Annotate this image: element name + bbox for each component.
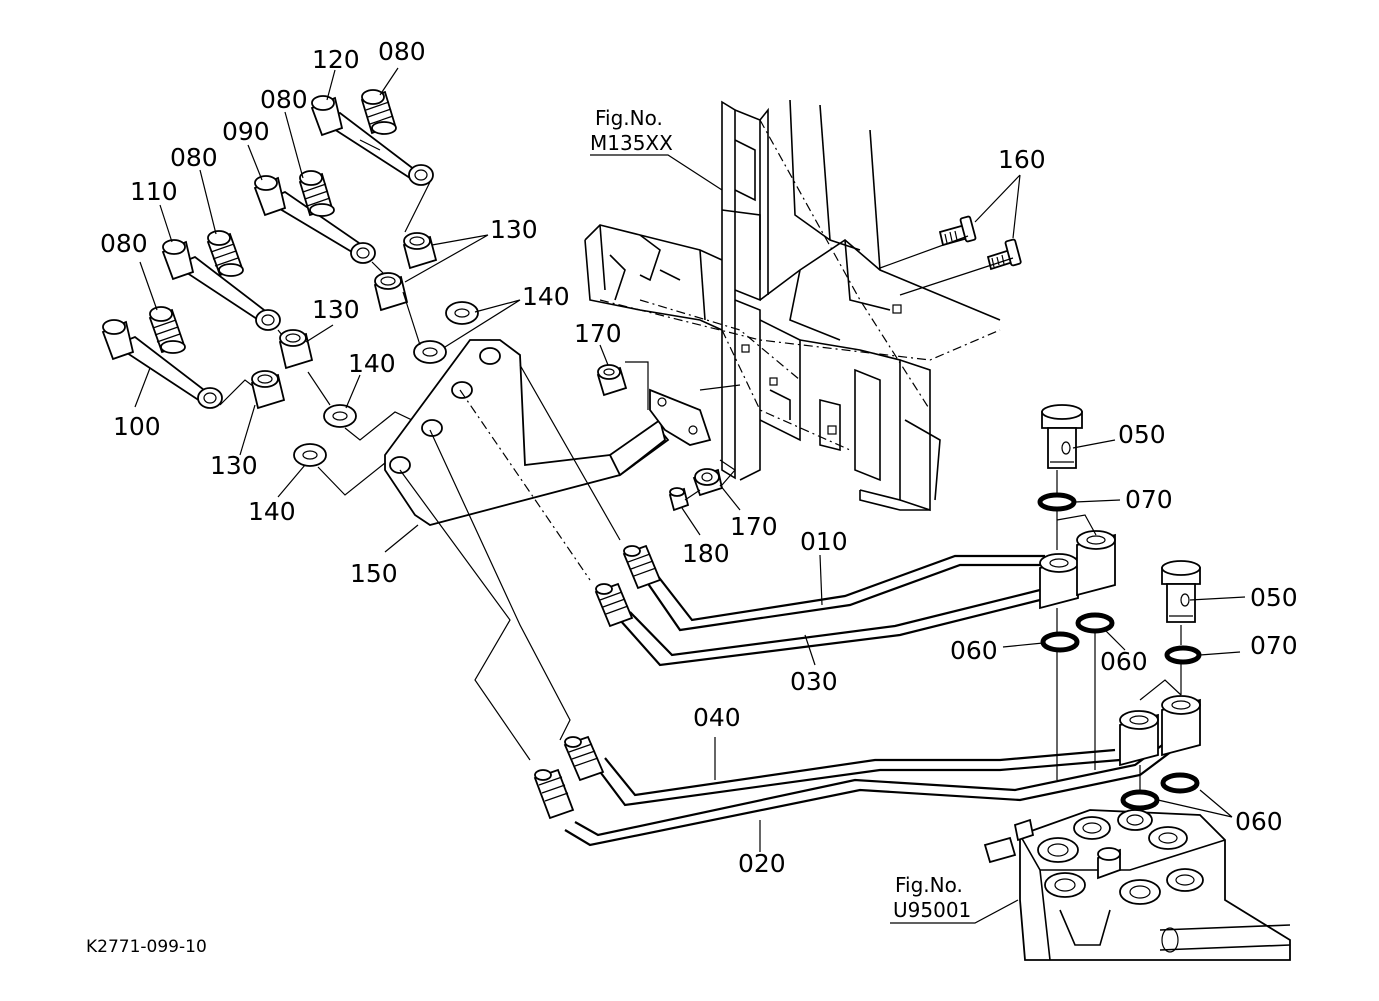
washer-140-2: [413, 340, 447, 364]
elbow-fitting-110: [161, 239, 281, 331]
banjo-eye-lower-a: [1119, 710, 1159, 767]
banjo-eye-upper-b: [1076, 530, 1116, 597]
callout-090: 090: [222, 117, 270, 146]
nipple-080-3: [206, 230, 244, 277]
callout-140-c: 140: [248, 497, 296, 526]
callout-010: 010: [800, 527, 848, 556]
o-ring-060-4: [1160, 772, 1200, 794]
callout-180: 180: [682, 539, 730, 568]
callout-110: 110: [130, 177, 178, 206]
callout-170-a: 170: [574, 319, 622, 348]
banjo-eye-lower-b: [1161, 695, 1201, 757]
callout-050-upper: 050: [1118, 420, 1166, 449]
washer-140-4: [293, 443, 327, 467]
pipe-010: [622, 544, 1045, 632]
callout-130-c: 130: [210, 451, 258, 480]
callout-040: 040: [693, 703, 741, 732]
callout-080-b: 080: [260, 85, 308, 114]
washer-140-3: [323, 404, 357, 428]
washer-140-1: [445, 301, 479, 325]
elbow-fitting-120: [310, 95, 434, 186]
figure-ref-m135xx[interactable]: Fig.No. M135XX: [590, 106, 723, 191]
nipple-080-2: [298, 170, 335, 217]
callout-050-lower: 050: [1250, 583, 1298, 612]
bracket-150: [384, 339, 712, 526]
pipe-040: [563, 735, 1121, 807]
bolt-160-upper: [938, 215, 977, 247]
pipe-030: [594, 582, 1041, 667]
nut-170-upper: [596, 364, 628, 397]
elbow-fitting-090: [253, 175, 376, 264]
callout-080-d: 080: [100, 229, 148, 258]
figure-ref-u95001-line1: Fig.No.: [895, 873, 963, 897]
nipple-080-1: [360, 89, 397, 135]
adapter-130-1: [402, 232, 438, 270]
callout-060-mid: 060: [1100, 647, 1148, 676]
banjo-eye-upper-a: [1039, 553, 1079, 610]
callout-060-left: 060: [950, 636, 998, 665]
control-valve: [983, 809, 1291, 961]
o-ring-060-1: [1040, 631, 1080, 653]
callout-120: 120: [312, 45, 360, 74]
callout-080-a: 080: [378, 37, 426, 66]
document-id: K2771-099-10: [86, 937, 207, 957]
nipple-080-4: [148, 306, 186, 354]
nut-170-lower: [692, 468, 724, 497]
callout-labels: 120 080 080 090 080 110 080 080 100 130 …: [100, 37, 1298, 878]
adapter-130-4: [250, 370, 286, 410]
callout-020: 020: [738, 849, 786, 878]
callout-070-upper: 070: [1125, 485, 1173, 514]
callout-140-a: 140: [522, 282, 570, 311]
frame-assembly: [584, 99, 1001, 512]
callout-100: 100: [113, 412, 161, 441]
banjo-bolt-050-upper: [1041, 404, 1083, 469]
callout-130-b: 130: [312, 295, 360, 324]
adapter-130-3: [278, 329, 314, 370]
banjo-bolt-050-lower: [1161, 560, 1201, 623]
figure-ref-u95001[interactable]: Fig.No. U95001: [890, 873, 1019, 924]
pipe-020: [533, 737, 1181, 847]
o-ring-060-2: [1075, 612, 1115, 634]
callout-130-a: 130: [490, 215, 538, 244]
callout-150: 150: [350, 559, 398, 588]
callout-140-b: 140: [348, 349, 396, 378]
callout-060-right: 060: [1235, 807, 1283, 836]
callout-170-b: 170: [730, 512, 778, 541]
callout-070-lower: 070: [1250, 631, 1298, 660]
figure-ref-m135xx-line1: Fig.No.: [595, 106, 663, 130]
callout-030: 030: [790, 667, 838, 696]
figure-ref-u95001-line2: U95001: [893, 898, 971, 922]
o-ring-060-3: [1120, 789, 1160, 811]
elbow-fitting-100: [101, 319, 223, 409]
o-ring-070-upper: [1037, 492, 1077, 512]
pin-180: [668, 487, 690, 512]
o-ring-070-lower: [1164, 645, 1202, 665]
figure-ref-m135xx-line2: M135XX: [590, 131, 673, 155]
callout-080-c: 080: [170, 143, 218, 172]
callout-160: 160: [998, 145, 1046, 174]
adapter-130-2: [373, 272, 409, 312]
